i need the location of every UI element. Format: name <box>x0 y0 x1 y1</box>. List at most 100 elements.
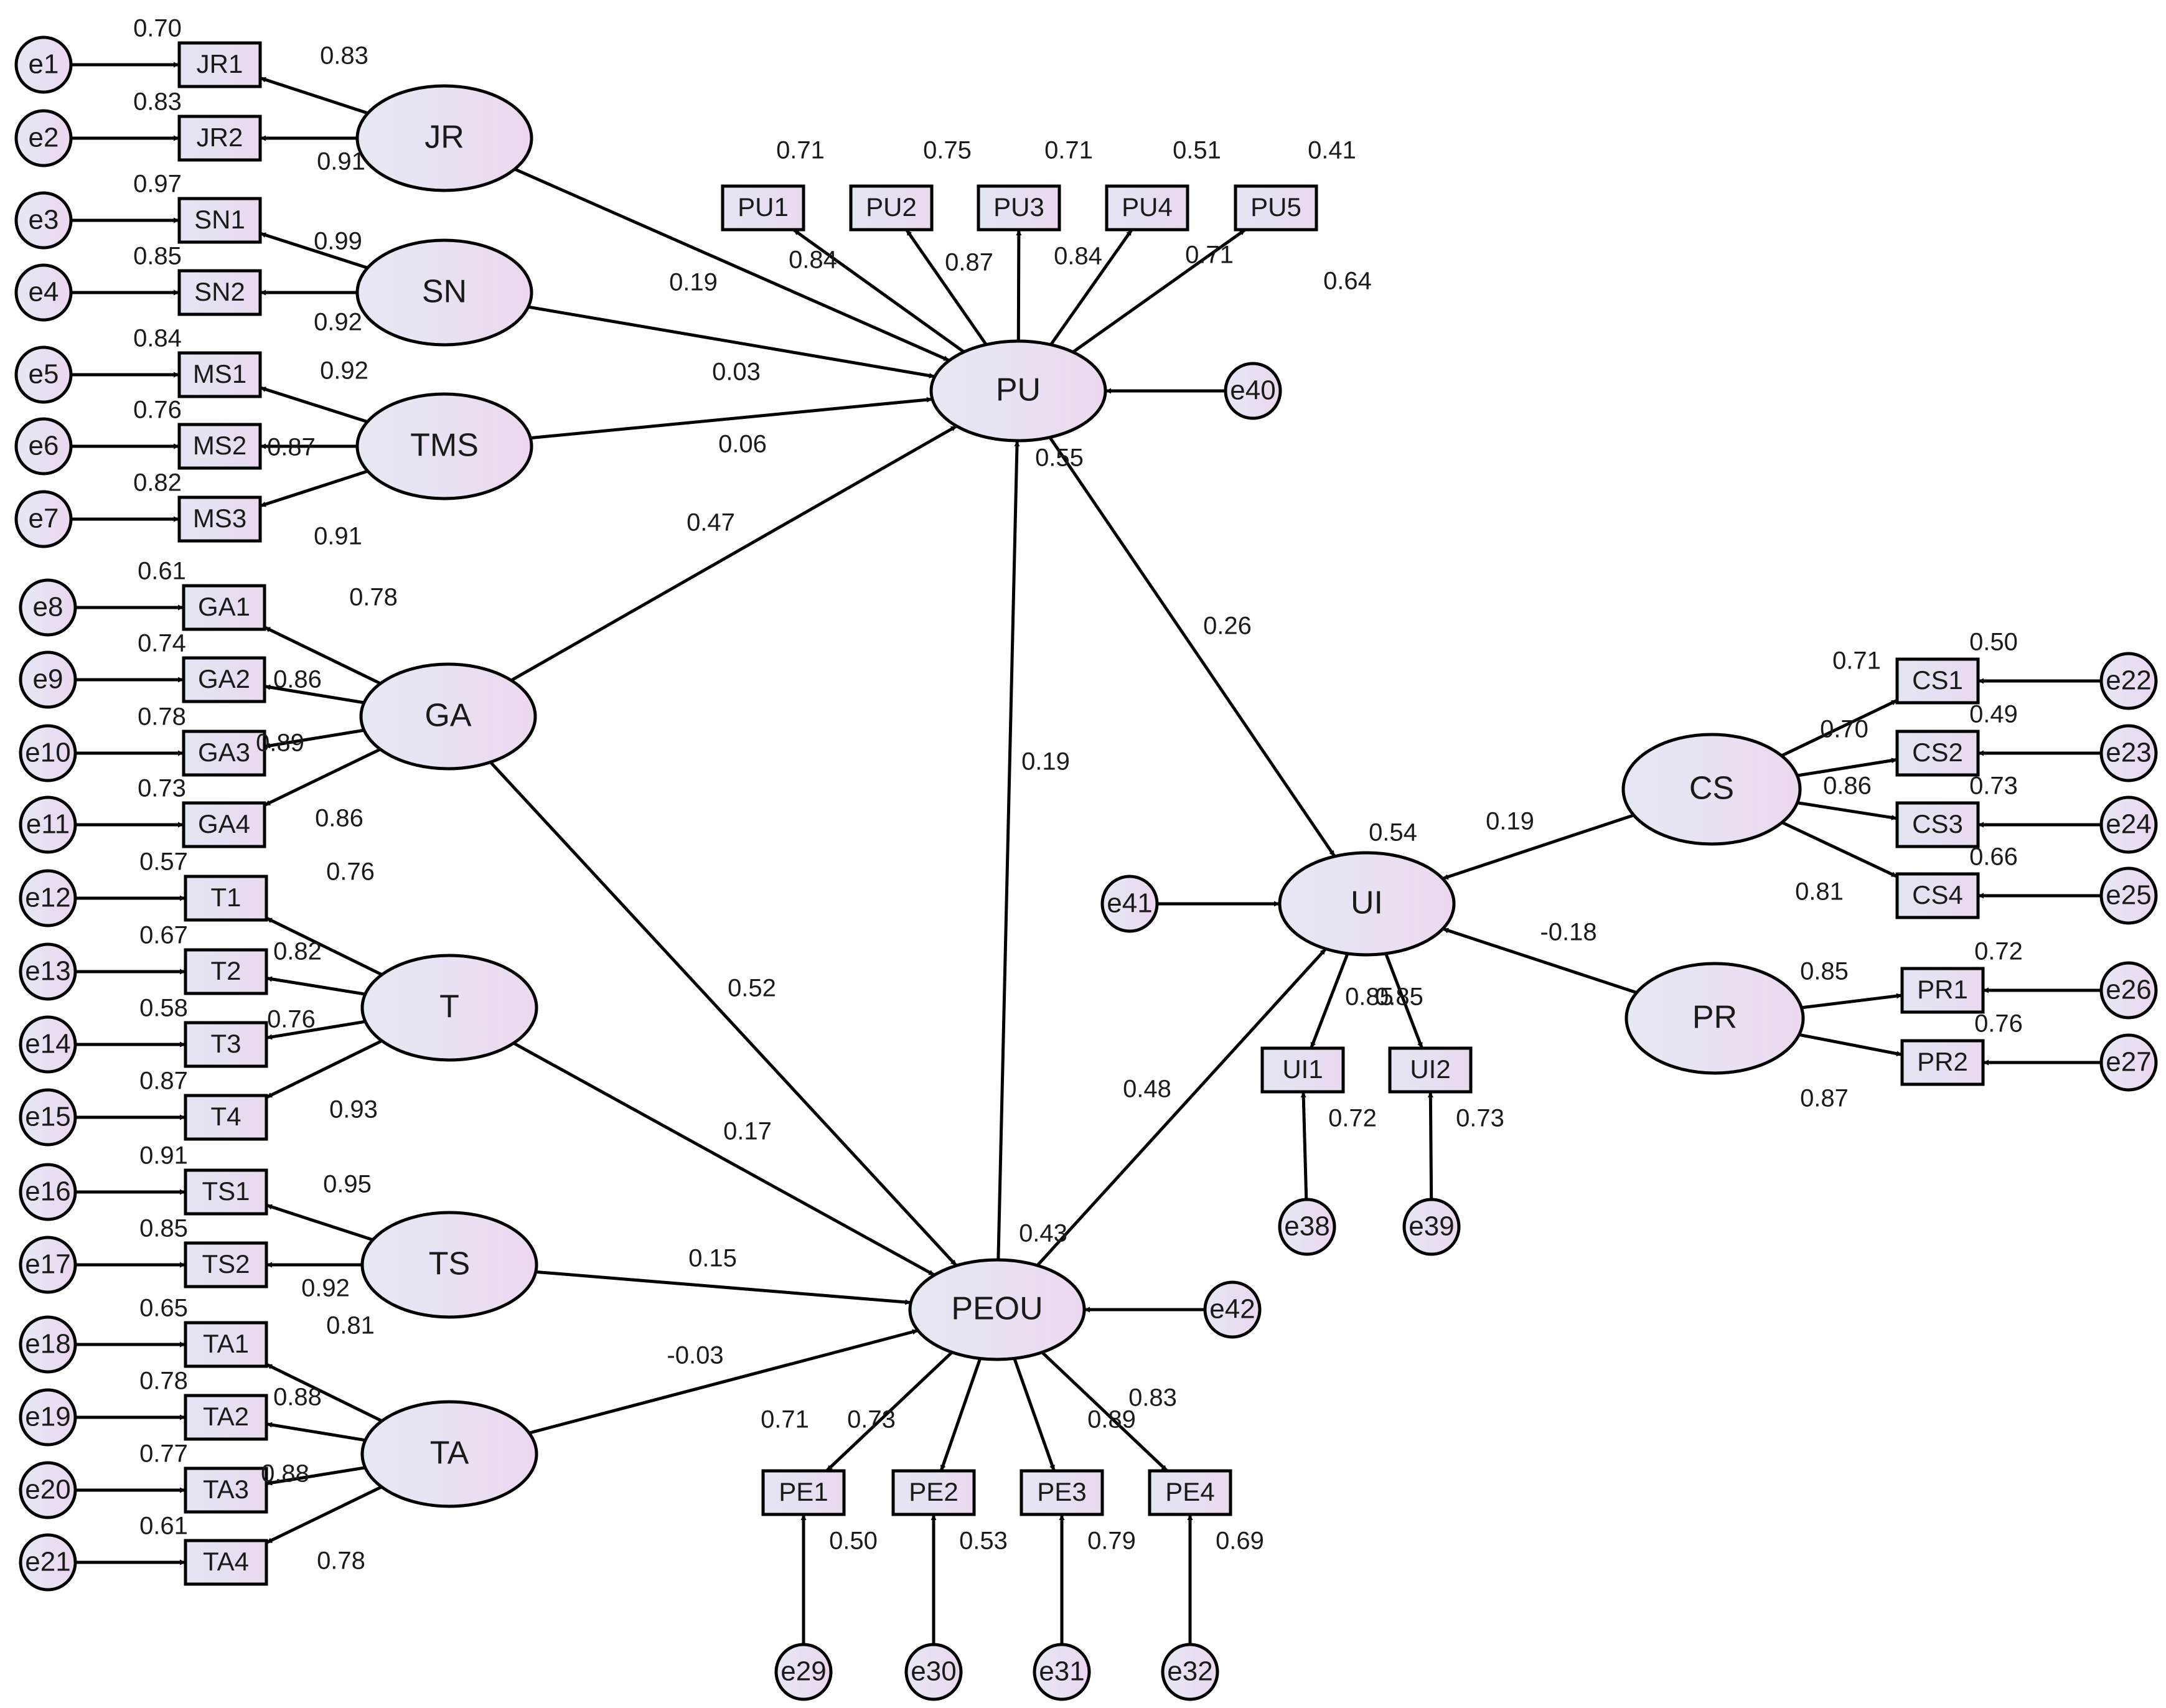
indicator-label: PE2 <box>909 1477 958 1506</box>
r2-ta3: 0.77 <box>139 1440 188 1468</box>
loading-ms3: 0.91 <box>314 523 362 550</box>
path-coef-t-peou: 0.17 <box>723 1118 772 1145</box>
error-circle <box>2099 1033 2158 1092</box>
error-circle <box>19 942 77 1001</box>
indicator-label: T3 <box>210 1029 241 1058</box>
loading-arrow-pr2 <box>1799 1033 1903 1057</box>
latent-ta: TA <box>360 1400 538 1508</box>
error-circle <box>2099 866 2158 925</box>
indicator-label: CS3 <box>1912 809 1963 838</box>
indicator-box <box>977 184 1061 232</box>
r2-jr1: 0.70 <box>133 15 182 42</box>
error-e7: e7 <box>14 490 73 548</box>
indicator-ts2: TS2 <box>184 1241 268 1288</box>
loading-pr2: 0.87 <box>1800 1085 1849 1112</box>
indicator-ui1: UI1 <box>1260 1046 1345 1094</box>
error-e31: e31 <box>1033 1643 1091 1701</box>
path-coef-ta-peou: -0.03 <box>667 1342 723 1369</box>
r2-t4: 0.87 <box>139 1068 188 1095</box>
r2-ga2: 0.74 <box>138 630 186 657</box>
latent-label: CS <box>1689 771 1734 807</box>
indicator-jr1: JR1 <box>177 41 262 88</box>
indicator-pe1: PE1 <box>761 1469 846 1516</box>
indicator-label: TA3 <box>203 1475 249 1504</box>
r2-pe1: 0.50 <box>829 1527 878 1555</box>
error-label: e29 <box>781 1656 826 1687</box>
indicator-box <box>177 197 262 244</box>
error-label: e2 <box>29 123 59 153</box>
indicator-ga3: GA3 <box>182 730 266 777</box>
loading-cs3: 0.86 <box>1823 772 1872 800</box>
error-circle <box>14 263 73 322</box>
error-e20: e20 <box>19 1461 77 1519</box>
latent-label: GA <box>424 698 471 734</box>
error-circle <box>14 109 73 167</box>
error-label: e16 <box>25 1176 70 1207</box>
error-e24: e24 <box>2099 795 2158 854</box>
latent-label: T <box>439 989 459 1025</box>
r2-ta4: 0.61 <box>139 1513 188 1540</box>
latent-pr: PR <box>1624 962 1805 1075</box>
error-circle <box>19 1015 77 1074</box>
error-e38: e38 <box>1278 1198 1336 1256</box>
latent-t: T <box>360 954 538 1062</box>
loading-arrow-pu5 <box>1072 228 1247 354</box>
latent-label: PEOU <box>951 1291 1043 1327</box>
error-e10: e10 <box>19 724 77 782</box>
latent-ga: GA <box>359 662 537 771</box>
loading-ga2: 0.86 <box>273 666 322 693</box>
error-e30: e30 <box>904 1643 963 1701</box>
latent-ellipse <box>1621 733 1802 846</box>
indicator-box <box>177 269 262 316</box>
indicator-label: TA4 <box>203 1547 249 1576</box>
error-arrow-e38 <box>1300 1091 1308 1200</box>
error-e18: e18 <box>19 1315 77 1374</box>
latent-ui: UI <box>1278 851 1456 957</box>
latent-ellipse <box>359 662 537 771</box>
error-circle <box>1203 1280 1262 1339</box>
loading-arrow-t3 <box>266 1020 366 1040</box>
path-coef-jr-pu: 0.19 <box>669 269 718 296</box>
loading-arrow-pu1 <box>792 228 965 354</box>
indicator-cs4: CS4 <box>1895 872 1980 919</box>
path-ts-peou <box>535 1270 911 1305</box>
error-e5: e5 <box>14 345 73 404</box>
indicator-cs2: CS2 <box>1895 730 1980 777</box>
indicator-box <box>184 1466 268 1514</box>
indicator-box <box>184 1394 268 1441</box>
loading-arrow-cs4 <box>1781 820 1898 878</box>
loading-arrow-pe3 <box>1013 1358 1056 1471</box>
indicator-pe2: PE2 <box>891 1469 976 1516</box>
error-circle <box>19 1533 77 1592</box>
error-label: e9 <box>33 664 63 695</box>
r2-cs4: 0.66 <box>1969 843 2018 871</box>
indicator-label: MS1 <box>193 359 246 388</box>
indicator-label: GA3 <box>198 738 250 767</box>
indicator-box <box>177 351 262 398</box>
latent-label: PR <box>1692 1000 1737 1036</box>
indicator-label: PE3 <box>1037 1477 1086 1506</box>
error-label: e32 <box>1167 1656 1212 1687</box>
error-label: e25 <box>2106 880 2151 911</box>
indicator-box <box>184 948 268 995</box>
path-ga-pu <box>510 425 958 682</box>
indicator-box <box>1148 1469 1232 1516</box>
indicator-box <box>849 184 934 232</box>
loading-jr1: 0.83 <box>320 42 368 70</box>
path-ta-peou <box>528 1329 919 1435</box>
r2-t2: 0.67 <box>139 922 188 949</box>
loading-cs4: 0.81 <box>1795 878 1844 906</box>
r2-t1: 0.57 <box>139 848 188 876</box>
latent-ellipse <box>360 954 538 1062</box>
loading-pr1: 0.85 <box>1800 958 1849 985</box>
indicator-ta2: TA2 <box>184 1394 268 1441</box>
loading-arrow-ui2 <box>1384 953 1423 1049</box>
r2-ga4: 0.73 <box>138 775 186 802</box>
r2-sn1: 0.97 <box>133 171 182 198</box>
loading-ta3: 0.88 <box>261 1460 309 1488</box>
loading-arrow-ms1 <box>260 386 368 423</box>
loading-ga1: 0.78 <box>349 584 398 611</box>
loading-t2: 0.82 <box>273 938 322 965</box>
loading-arrow-ts1 <box>266 1203 373 1242</box>
error-label: e12 <box>25 883 70 913</box>
